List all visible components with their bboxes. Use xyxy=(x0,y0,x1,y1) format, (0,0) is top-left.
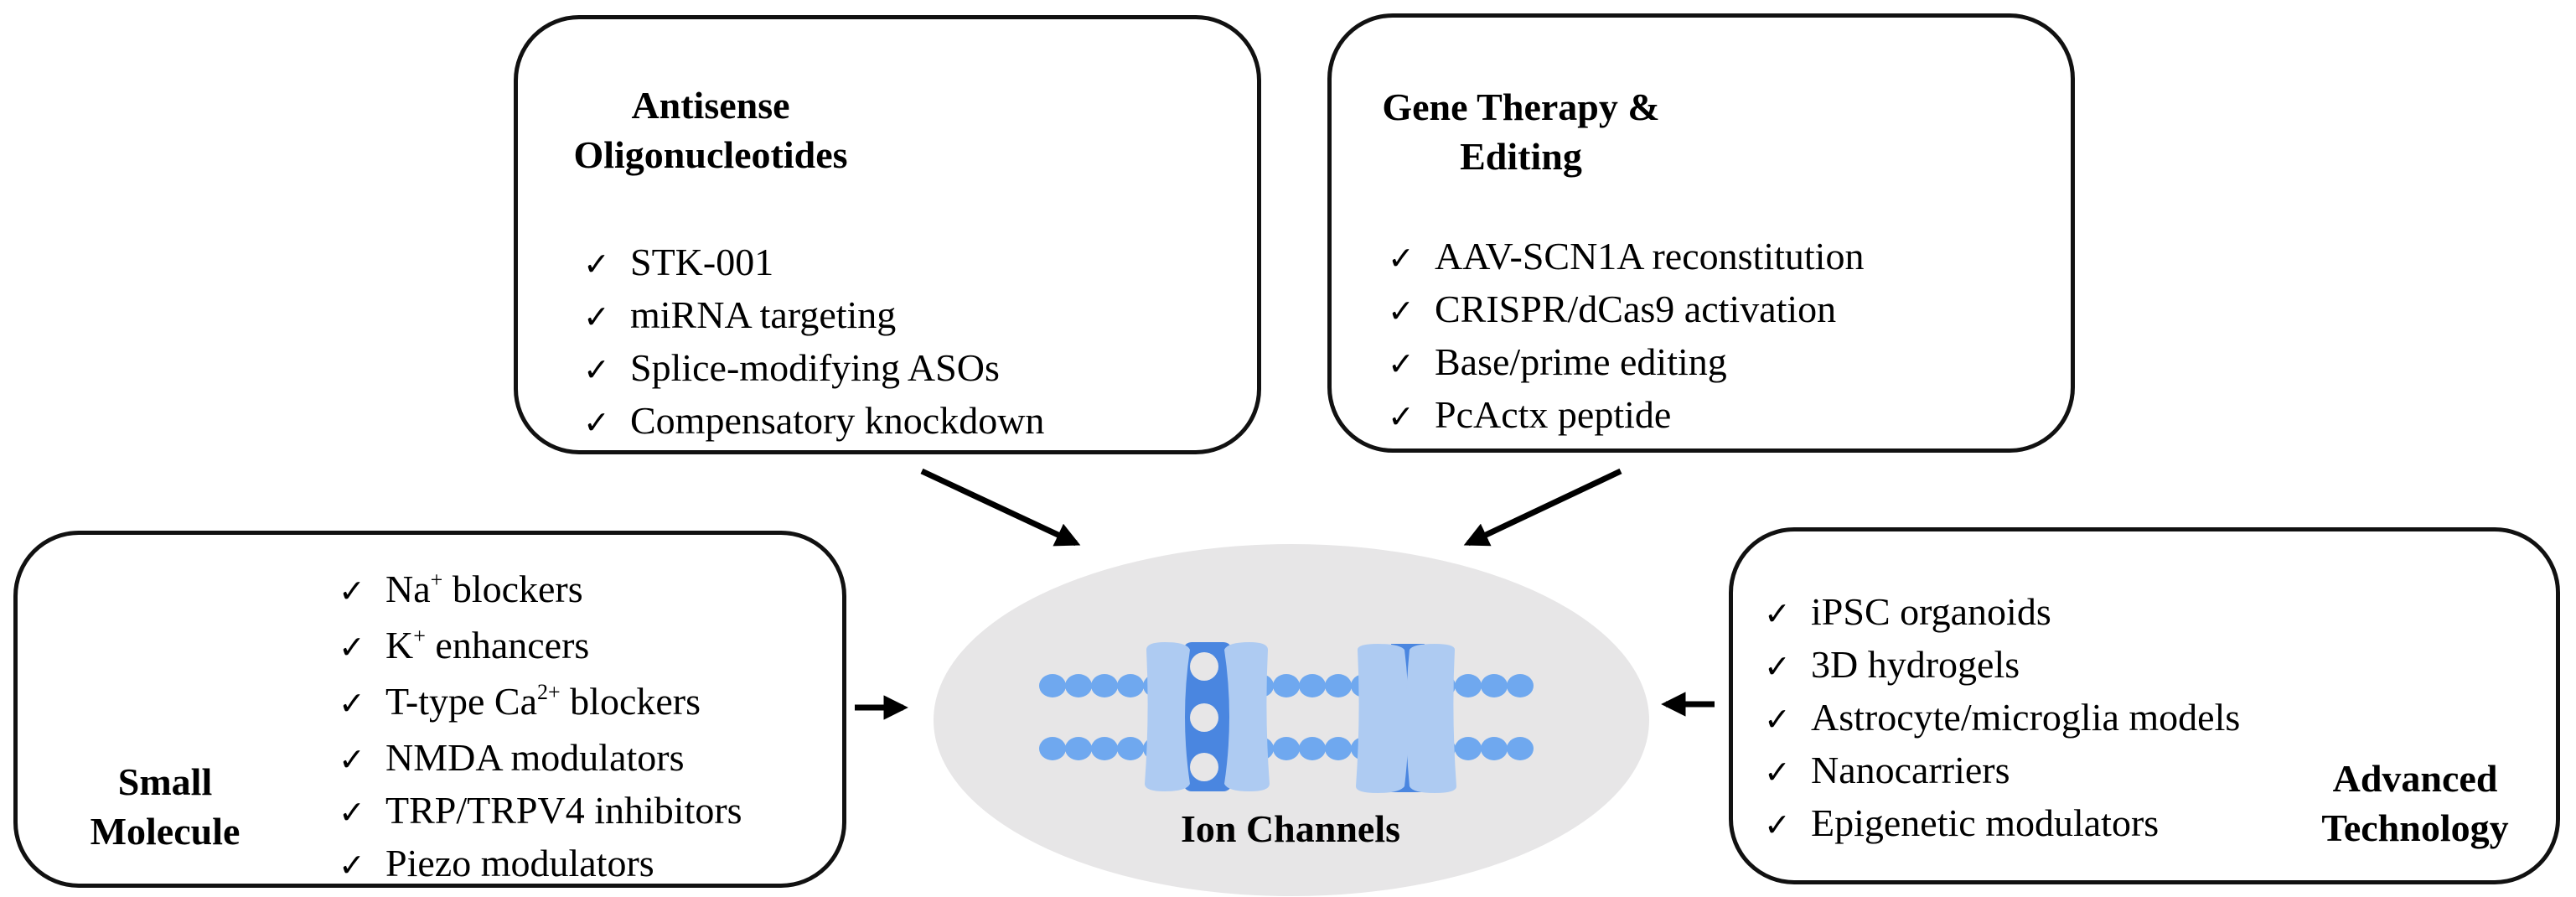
check-icon: ✓ xyxy=(339,687,365,722)
check-icon: ✓ xyxy=(1388,347,1415,382)
membrane-bead xyxy=(1455,674,1482,697)
membrane-bead xyxy=(1481,737,1508,760)
list-item: ✓T-type Ca2+ blockers xyxy=(339,677,742,733)
membrane-bead xyxy=(1455,737,1482,760)
check-icon: ✓ xyxy=(583,300,610,335)
gene-box xyxy=(1327,13,2075,453)
small-molecule-title-line1: Small xyxy=(117,760,213,803)
list-item: ✓Splice-modifying ASOs xyxy=(583,343,1044,396)
check-icon: ✓ xyxy=(583,406,610,441)
membrane-bead xyxy=(1273,674,1300,697)
arrow-aso-to-center xyxy=(920,468,1081,547)
list-item: ✓TRP/TRPV4 inhibitors xyxy=(339,786,742,838)
membrane-bead xyxy=(1273,737,1300,760)
membrane-bead xyxy=(1507,674,1534,697)
gene-title-line2: Editing xyxy=(1460,135,1582,178)
ion-channel-icon xyxy=(1039,642,1534,793)
check-icon: ✓ xyxy=(339,743,365,778)
advanced-technology-title: Advanced Technology xyxy=(2298,754,2532,853)
check-icon: ✓ xyxy=(1764,755,1791,791)
membrane-bead xyxy=(1299,674,1326,697)
check-icon: ✓ xyxy=(339,848,365,884)
advanced-technology-box xyxy=(1729,527,2560,884)
list-item: ✓K+ enhancers xyxy=(339,620,742,677)
check-icon: ✓ xyxy=(1388,241,1415,277)
aso-list: ✓STK-001 ✓miRNA targeting ✓Splice-modify… xyxy=(583,237,1044,448)
list-item: ✓AAV-SCN1A reconstitution xyxy=(1388,231,1864,284)
small-molecule-title: Small Molecule xyxy=(48,757,282,856)
list-item: ✓Na+ blockers xyxy=(339,564,742,620)
aso-title: Antisense Oligonucleotides xyxy=(536,80,885,179)
ion-charge: + xyxy=(413,624,426,648)
list-item: ✓CRISPR/dCas9 activation xyxy=(1388,284,1864,337)
ion-channel-ellipse xyxy=(934,544,1649,896)
membrane-bead xyxy=(1065,737,1092,760)
check-icon: ✓ xyxy=(583,247,610,283)
check-icon: ✓ xyxy=(1388,400,1415,435)
ion-charge: 2+ xyxy=(537,680,561,704)
check-icon: ✓ xyxy=(339,796,365,831)
membrane-bead xyxy=(1091,737,1118,760)
check-icon: ✓ xyxy=(1388,294,1415,329)
ion-channels-label: Ion Channels xyxy=(1180,807,1401,850)
membrane-bead xyxy=(1039,674,1066,697)
small-molecule-box xyxy=(13,531,846,888)
list-item: ✓NMDA modulators xyxy=(339,733,742,786)
list-item: ✓Piezo modulators xyxy=(339,838,742,891)
membrane-bead xyxy=(1299,737,1326,760)
gene-list: ✓AAV-SCN1A reconstitution ✓CRISPR/dCas9 … xyxy=(1388,231,1864,443)
membrane-bead xyxy=(1065,674,1092,697)
membrane-bead xyxy=(1325,674,1352,697)
list-item: ✓Astrocyte/microglia models xyxy=(1764,692,2240,745)
aso-box xyxy=(514,15,1261,454)
list-item: ✓PcActx peptide xyxy=(1388,390,1864,443)
small-molecule-list: ✓Na+ blockers✓K+ enhancers✓T-type Ca2+ b… xyxy=(339,564,742,891)
list-item: ✓Epigenetic modulators xyxy=(1764,798,2240,851)
small-molecule-title-line2: Molecule xyxy=(90,810,241,853)
list-item: ✓iPSC organoids xyxy=(1764,587,2240,640)
check-icon: ✓ xyxy=(339,574,365,609)
advanced-technology-title-line2: Technology xyxy=(2321,806,2509,849)
check-icon: ✓ xyxy=(583,353,610,388)
membrane-bead xyxy=(1507,737,1534,760)
gene-title: Gene Therapy & Editing xyxy=(1358,82,1684,181)
ion-charge: + xyxy=(430,568,443,592)
membrane-bead xyxy=(1039,737,1066,760)
list-item: ✓STK-001 xyxy=(583,237,1044,290)
list-item: ✓Compensatory knockdown xyxy=(583,396,1044,448)
list-item: ✓Base/prime editing xyxy=(1388,337,1864,390)
membrane-bead xyxy=(1481,674,1508,697)
check-icon: ✓ xyxy=(1764,703,1791,738)
list-item: ✓Nanocarriers xyxy=(1764,745,2240,798)
gene-title-line1: Gene Therapy & xyxy=(1382,86,1660,128)
membrane-bead xyxy=(1117,737,1144,760)
check-icon: ✓ xyxy=(1764,650,1791,685)
aso-title-line2: Oligonucleotides xyxy=(573,133,848,176)
check-icon: ✓ xyxy=(1764,808,1791,843)
arrow-gene-to-center xyxy=(1463,468,1622,547)
advanced-technology-title-line1: Advanced xyxy=(2332,757,2498,800)
list-item: ✓miRNA targeting xyxy=(583,290,1044,343)
membrane-bead xyxy=(1117,674,1144,697)
membrane-bead xyxy=(1325,737,1352,760)
check-icon: ✓ xyxy=(339,630,365,666)
list-item: ✓3D hydrogels xyxy=(1764,640,2240,692)
membrane-bead xyxy=(1091,674,1118,697)
check-icon: ✓ xyxy=(1764,597,1791,632)
aso-title-line1: Antisense xyxy=(631,84,790,127)
advanced-technology-list: ✓iPSC organoids ✓3D hydrogels ✓Astrocyte… xyxy=(1764,587,2240,851)
